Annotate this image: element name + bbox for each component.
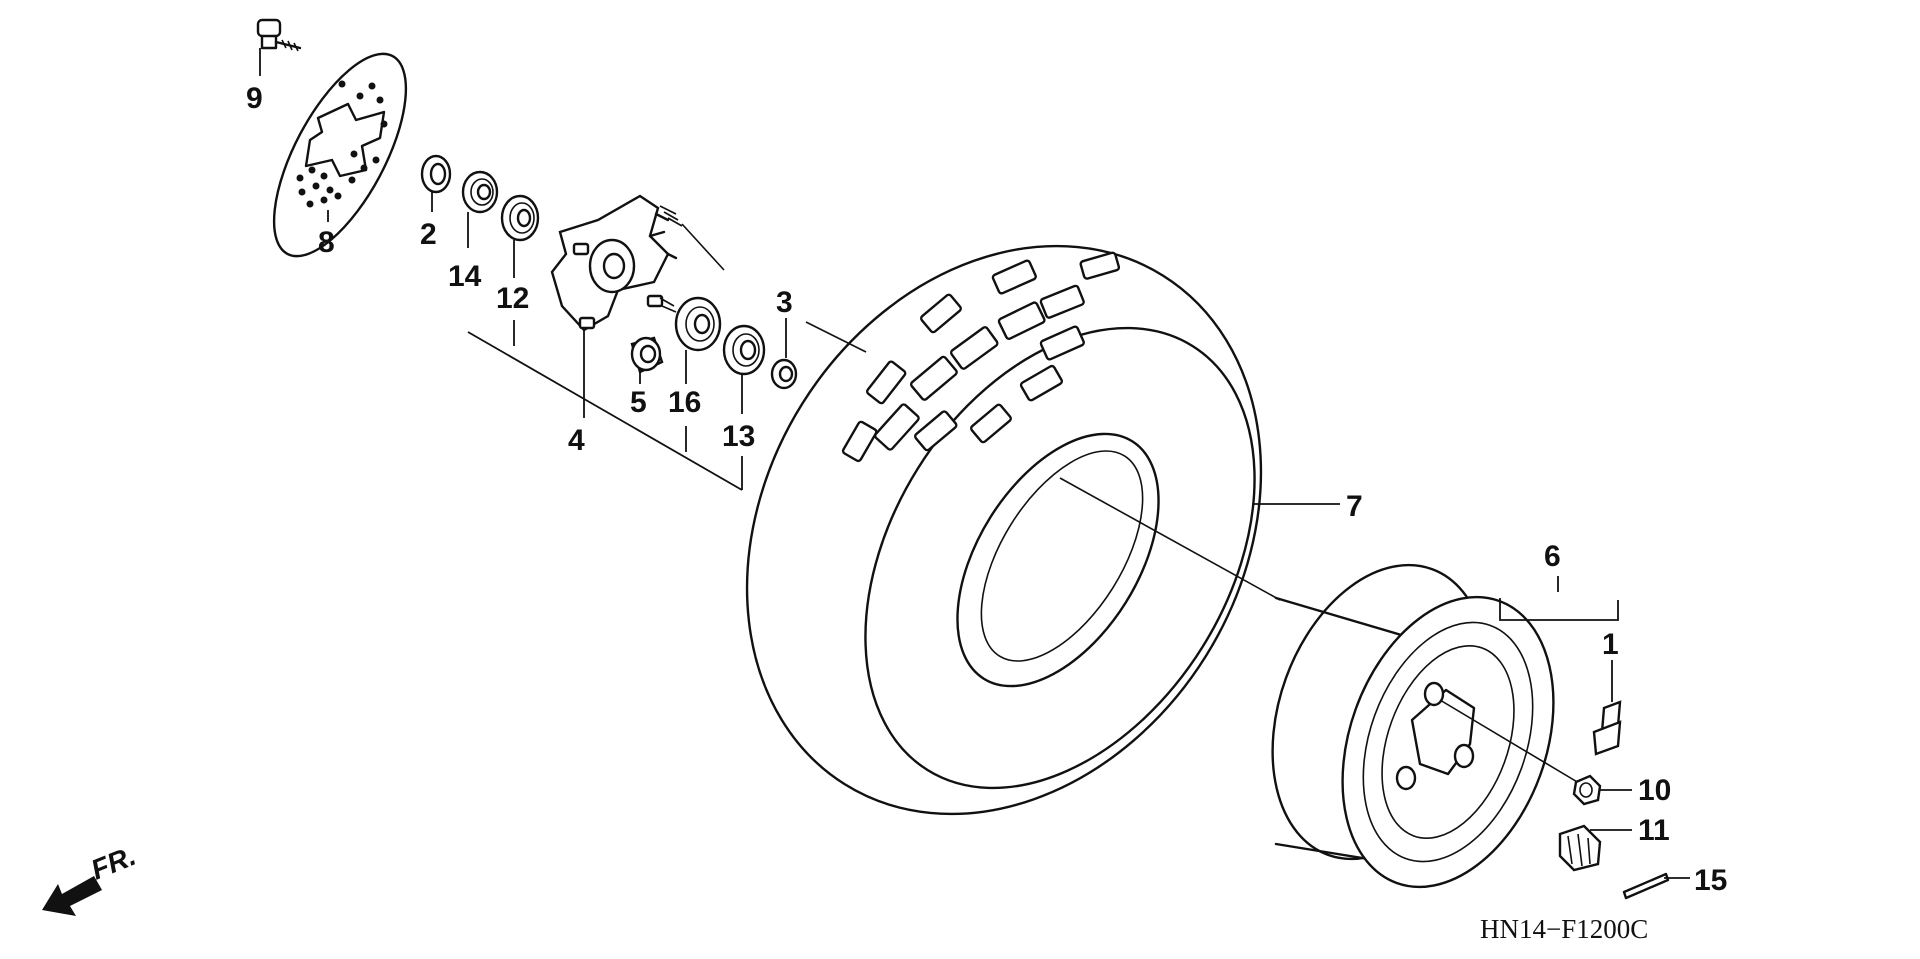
callout-12: 12 [496, 282, 529, 315]
callout-4: 4 [568, 424, 585, 457]
front-direction-arrow: FR. [42, 840, 140, 916]
callout-8: 8 [318, 226, 335, 259]
tire-valve[interactable] [1592, 700, 1622, 756]
tire[interactable] [643, 149, 1365, 910]
callout-7: 7 [1346, 490, 1363, 523]
distance-collar[interactable] [630, 336, 664, 374]
callout-2: 2 [420, 218, 437, 251]
callout-15: 15 [1694, 864, 1727, 897]
callout-11: 11 [1638, 814, 1670, 847]
bearing-12[interactable] [500, 194, 540, 242]
disc-bolt[interactable] [256, 18, 302, 52]
direction-label: FR. [87, 840, 140, 886]
collar-3[interactable] [770, 358, 798, 390]
wheel-rim[interactable] [1234, 535, 1591, 917]
cotter-pin[interactable] [1622, 872, 1670, 900]
wheel-nut[interactable] [1572, 774, 1602, 806]
callout-6: 6 [1544, 540, 1561, 573]
dust-seal[interactable] [420, 154, 452, 194]
callout-9: 9 [246, 82, 263, 115]
callout-3: 3 [776, 286, 793, 319]
bearing-13[interactable] [722, 324, 766, 376]
callout-16: 16 [668, 386, 701, 419]
callout-14: 14 [448, 260, 482, 293]
brake-disc[interactable] [248, 35, 433, 275]
castle-nut[interactable] [1558, 824, 1602, 872]
callout-10: 10 [1638, 774, 1671, 807]
callout-13: 13 [722, 420, 755, 453]
wheel-hub[interactable] [550, 194, 683, 332]
bearing-16[interactable] [674, 296, 722, 352]
bearing-14[interactable] [461, 170, 499, 214]
callout-5: 5 [630, 386, 647, 419]
callout-1: 1 [1602, 628, 1619, 661]
diagram-code: HN14−F1200C [1480, 914, 1648, 944]
